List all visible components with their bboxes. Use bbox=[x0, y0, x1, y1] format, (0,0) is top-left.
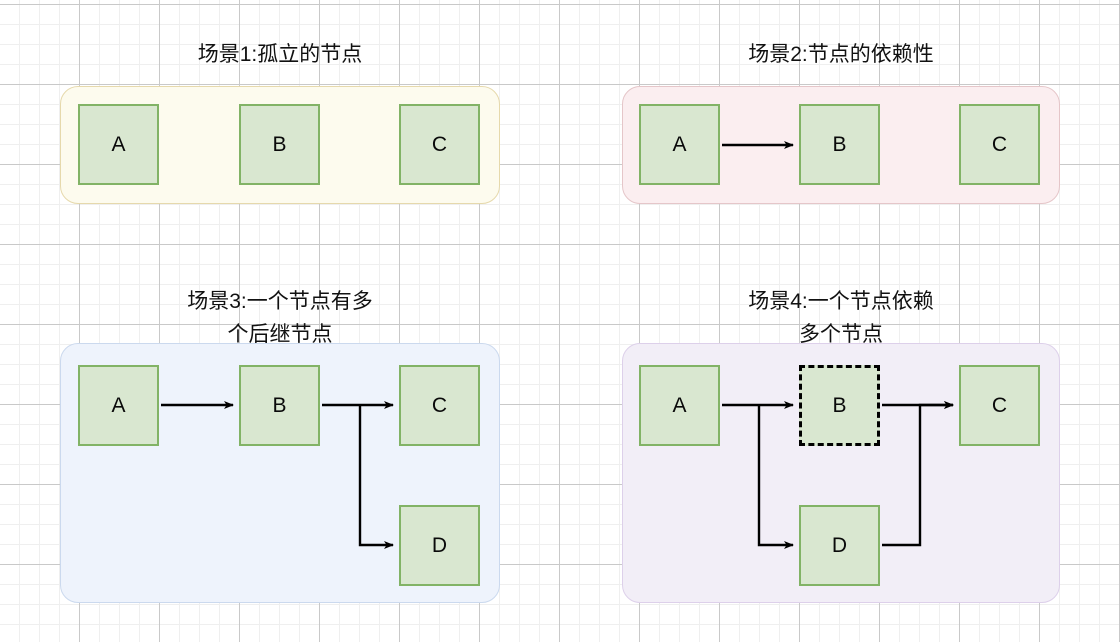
node-label: C bbox=[991, 393, 1008, 417]
node-scenario-4-d[interactable]: D bbox=[799, 505, 880, 586]
scenario-4-title: 场景4:一个节点依赖 多个节点 bbox=[748, 290, 934, 346]
node-scenario-1-b[interactable]: B bbox=[239, 104, 320, 185]
node-scenario-4-c[interactable]: C bbox=[959, 365, 1040, 446]
node-label: B bbox=[272, 132, 287, 156]
node-label: C bbox=[431, 132, 448, 156]
scenario-3-title: 场景3:一个节点有多 个后继节点 bbox=[187, 290, 373, 346]
node-scenario-3-d[interactable]: D bbox=[399, 505, 480, 586]
node-scenario-3-a[interactable]: A bbox=[78, 365, 159, 446]
node-label: A bbox=[672, 393, 687, 417]
scenario-2-title: 场景2:节点的依赖性 bbox=[748, 43, 934, 66]
scenario-1-title: 场景1:孤立的节点 bbox=[197, 43, 363, 66]
node-scenario-2-c[interactable]: C bbox=[959, 104, 1040, 185]
node-scenario-4-a[interactable]: A bbox=[639, 365, 720, 446]
node-scenario-3-b[interactable]: B bbox=[239, 365, 320, 446]
node-label: B bbox=[832, 132, 847, 156]
node-scenario-1-c[interactable]: C bbox=[399, 104, 480, 185]
node-scenario-3-c[interactable]: C bbox=[399, 365, 480, 446]
node-label: D bbox=[831, 533, 848, 557]
node-label: A bbox=[672, 132, 687, 156]
node-label: C bbox=[991, 132, 1008, 156]
node-scenario-2-a[interactable]: A bbox=[639, 104, 720, 185]
node-label: D bbox=[431, 533, 448, 557]
node-scenario-4-b[interactable]: B bbox=[799, 365, 880, 446]
node-label: B bbox=[272, 393, 287, 417]
node-label: A bbox=[111, 132, 126, 156]
node-scenario-1-a[interactable]: A bbox=[78, 104, 159, 185]
node-scenario-2-b[interactable]: B bbox=[799, 104, 880, 185]
node-label: B bbox=[832, 393, 847, 417]
node-label: C bbox=[431, 393, 448, 417]
node-label: A bbox=[111, 393, 126, 417]
